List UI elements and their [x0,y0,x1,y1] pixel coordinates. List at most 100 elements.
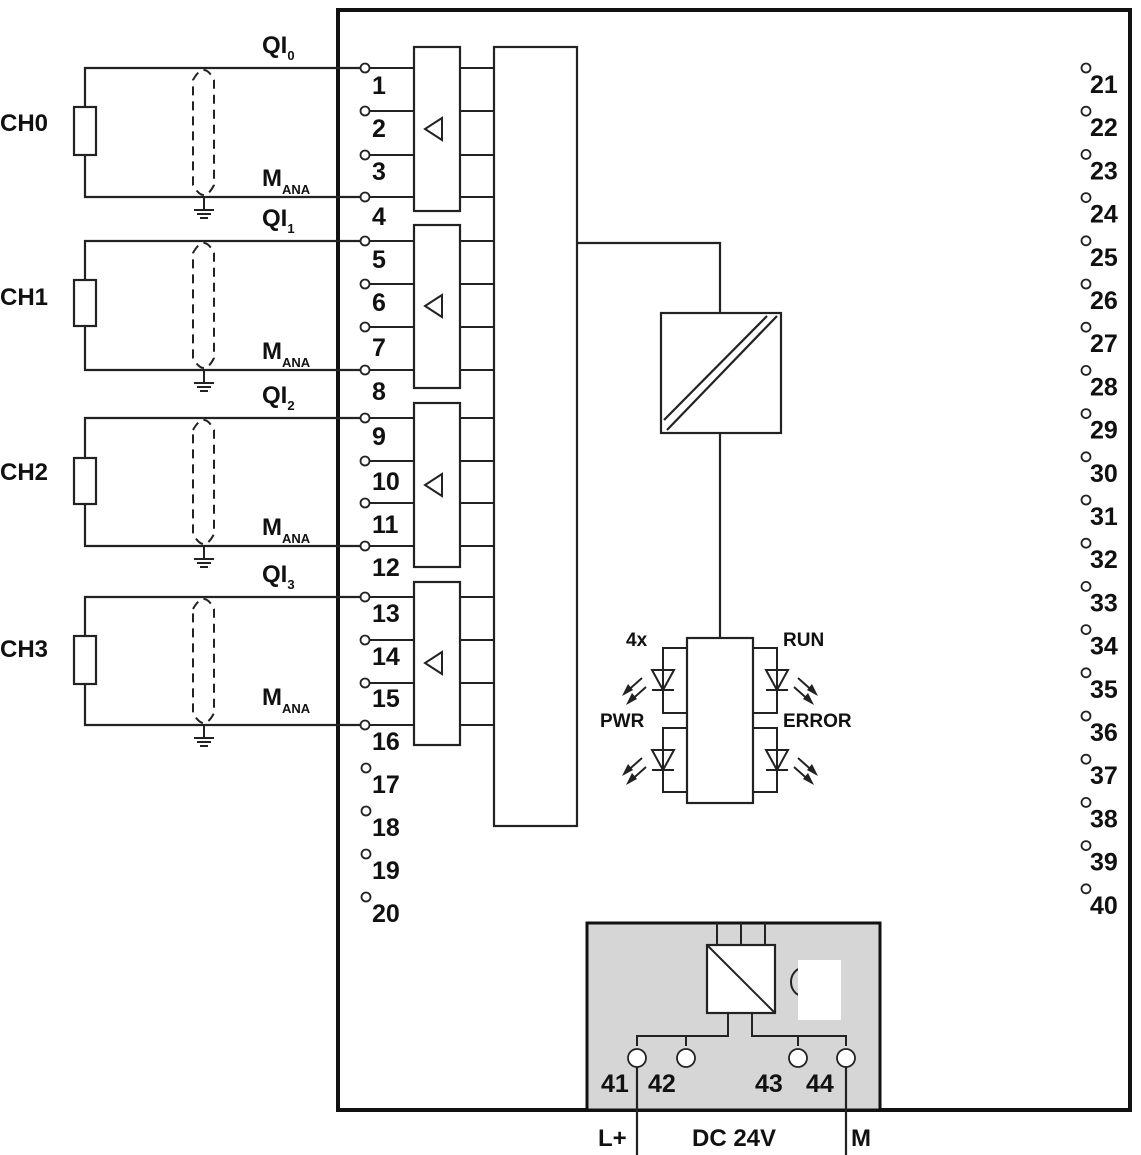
terminal-label: 11 [372,511,399,539]
channel-0-wiring [72,45,494,219]
ground-icon [194,209,214,219]
right-terminal-point [1080,235,1092,247]
load-resistor-icon [72,456,98,506]
light-emission-icon [622,677,818,785]
terminal-label: 27 [1090,330,1118,358]
terminal-label: 5 [372,246,386,274]
terminal-label: 13 [372,600,400,628]
terminal-label: 33 [1090,589,1118,617]
terminal-label: 15 [372,685,400,713]
led-error-label: ERROR [783,711,852,732]
ground-icon [194,737,214,747]
right-terminal-point [1080,710,1092,722]
right-terminal-point [1080,364,1092,376]
load-resistor-icon [72,278,98,328]
signal-label: QI2 [262,382,295,413]
channel-1-wiring [72,223,494,392]
right-terminal-point [1080,537,1092,549]
terminal-label: 10 [372,468,400,496]
terminal-label: 29 [1090,417,1118,445]
terminal-label: 24 [1090,201,1118,229]
right-terminal-point [1080,883,1092,895]
terminal-label: 17 [372,771,400,799]
isolation-converter [659,311,783,435]
return-label: MANA [262,514,311,546]
amplifier-icon [423,650,443,676]
channel-label: CH1 [0,284,48,311]
return-label: MANA [262,684,311,716]
led-group-label: 4x [626,630,648,651]
terminal-label: 8 [372,378,386,406]
amplifier-icon [423,116,443,142]
terminal-label: 20 [372,900,400,928]
terminal-label: 19 [372,857,400,885]
right-terminal-point [1080,494,1092,506]
terminal-label: 23 [1090,157,1118,185]
supply-terminal-label: 43 [755,1070,783,1098]
terminal-label: 36 [1090,719,1118,747]
terminal-label: 16 [372,728,400,756]
backplane-bus-block [492,45,579,828]
load-resistor-icon [72,634,98,686]
right-terminal-point [1080,408,1092,420]
return-label: MANA [262,338,311,370]
signal-label: QI1 [262,205,295,236]
right-terminal-point [1080,581,1092,592]
return-label: MANA [262,165,311,197]
supply-plus-label: L+ [598,1125,627,1152]
terminal-label: 18 [372,814,400,842]
terminal-label: 39 [1090,849,1118,877]
terminal-label: 22 [1090,114,1118,142]
power-supply-panel: 41 42 43 44 [585,921,882,1155]
channel-3-wiring [72,580,494,747]
status-led-block [622,636,818,805]
terminal-label: 3 [372,158,386,186]
channel-amplifier [412,580,462,747]
right-terminal-point [1080,840,1092,851]
terminal-label: 30 [1090,460,1118,488]
terminal-label: 37 [1090,762,1118,790]
terminal-label: 32 [1090,546,1118,574]
supply-terminal-label: 41 [601,1070,629,1098]
supply-terminal-label: 42 [648,1070,676,1098]
ground-icon [194,382,214,392]
supply-minus-label: M [851,1125,871,1152]
load-resistor-icon [72,105,98,157]
terminal-label: 38 [1090,805,1118,833]
channel-label: CH2 [0,459,48,486]
terminal-label: 25 [1090,244,1118,272]
right-terminal-point [1080,321,1092,333]
supply-terminal-label: 44 [806,1070,834,1098]
amplifier-icon [423,293,443,319]
terminal-label: 35 [1090,676,1118,704]
led-pwr-label: PWR [600,711,645,732]
signal-label: QI0 [262,32,295,63]
terminal-label: 12 [372,554,400,582]
terminal-label: 14 [372,643,400,671]
channel-2-wiring [72,401,494,569]
terminal-label: 40 [1090,892,1118,920]
terminal-label: 28 [1090,373,1118,401]
right-terminal-point [1080,148,1092,160]
terminal-label: 34 [1090,633,1118,661]
run-error-led-icon [764,669,790,773]
supply-terminal-42 [676,1048,696,1068]
channel-label: CH0 [0,110,48,137]
supply-terminal-44 [836,1048,856,1068]
supply-terminal-43 [788,1048,808,1068]
supply-terminal-41 [627,1048,647,1068]
supply-voltage-label: DC 24V [692,1125,776,1152]
right-terminal-point [1080,278,1092,290]
unused-left-terminals [360,762,372,903]
terminal-label: 7 [372,334,386,362]
terminal-label: 31 [1090,503,1118,531]
signal-label: QI3 [262,561,295,592]
right-terminal-point [1080,62,1092,74]
right-terminal-point [1080,624,1092,635]
amplifier-icon [423,472,443,498]
terminal-label: 6 [372,289,386,317]
right-terminal-point [1080,451,1092,463]
channel-amplifier [412,401,462,569]
terminal-label: 21 [1090,71,1118,99]
